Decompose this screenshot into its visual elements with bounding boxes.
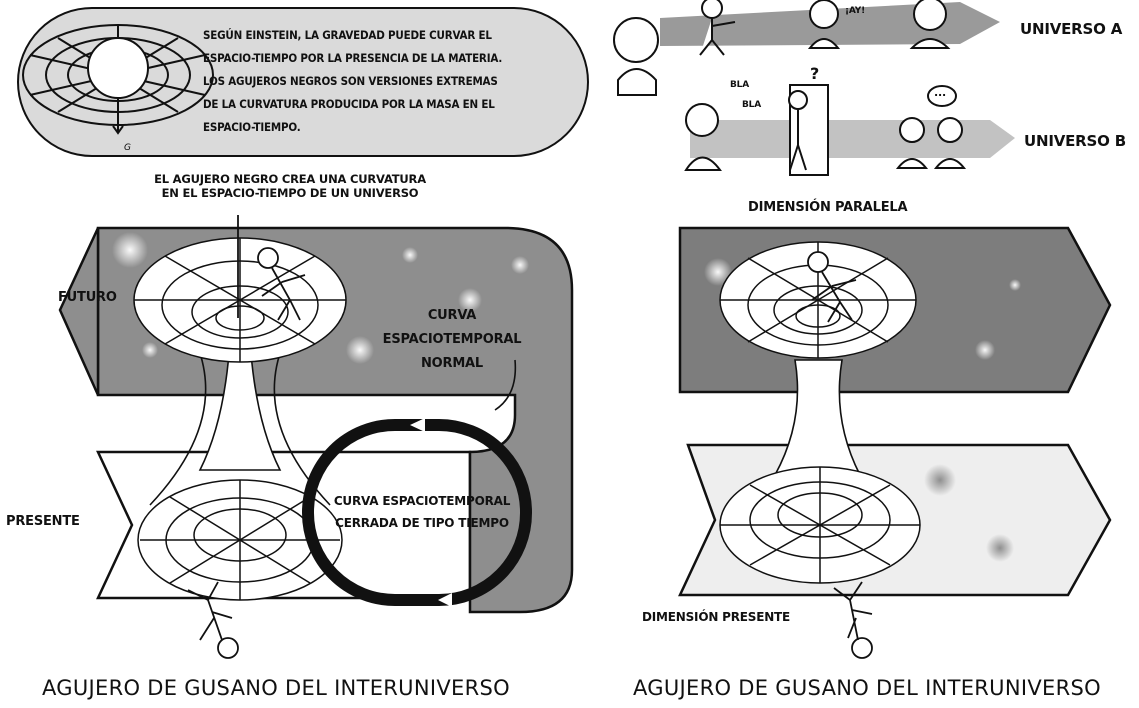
left-wormhole-diagram: [58, 215, 574, 659]
person-icon: [613, 17, 659, 96]
right-caption: AGUJERO DE GUSANO DEL INTERUNIVERSO: [633, 676, 1101, 700]
universe-b-label: UNIVERSO B: [1024, 132, 1126, 150]
einstein-note-line: DE LA CURVATURA PRODUCIDA POR LA MASA EN…: [203, 97, 495, 111]
black-hole-callout: EL AGUJERO NEGRO CREA UNA CURVATURA EN E…: [154, 172, 426, 201]
ellipsis-bubble-text: ...: [934, 86, 946, 99]
einstein-note-line: SEGÚN EINSTEIN, LA GRAVEDAD PUEDE CURVAR…: [203, 28, 492, 42]
present-label: PRESENTE: [6, 514, 80, 529]
ouch-exclamation: ¡AY!: [845, 6, 866, 16]
right-astronaut-icon: [807, 251, 857, 323]
hurt-person-icon: [807, 0, 841, 49]
normal-curve-label: CURVA ESPACIOTEMPORAL NORMAL: [382, 308, 522, 371]
universe-a-label: UNIVERSO A: [1020, 20, 1123, 38]
right-stars: [704, 258, 1021, 360]
parallel-dimension-label: DIMENSIÓN PARALELA: [748, 200, 908, 215]
einstein-note-line: ESPACIO-TIEMPO POR LA PRESENCIA DE LA MA…: [203, 51, 503, 65]
left-top-funnel: [133, 237, 347, 363]
future-label: FUTURO: [58, 290, 117, 305]
old-man-icon: [909, 0, 951, 49]
right-bottom-funnel: [719, 466, 921, 584]
confused-walker-icon: [788, 84, 829, 176]
universe-b-arrow: [690, 120, 1015, 158]
talking-person-icon: [684, 103, 722, 171]
walker-icon: [699, 0, 736, 56]
couple-icon: [895, 85, 967, 169]
falling-astronaut-icon: [187, 581, 239, 659]
left-caption: AGUJERO DE GUSANO DEL INTERUNIVERSO: [42, 676, 510, 700]
question-mark: ?: [810, 64, 820, 83]
bla-text-1: BLA: [730, 80, 749, 90]
gravity-symbol: G: [124, 143, 131, 153]
closed-curve-label: CURVA ESPACIOTEMPORAL CERRADA DE TIPO TI…: [333, 494, 511, 530]
curvature-grid-icon: [22, 24, 214, 135]
parallel-universe-comic: [613, 0, 1112, 659]
einstein-note-line: ESPACIO-TIEMPO.: [203, 120, 301, 134]
present-dimension-label: DIMENSIÓN PRESENTE: [642, 610, 791, 624]
astronaut-icon: [257, 247, 306, 321]
einstein-bubble: G: [17, 7, 589, 157]
right-falling-astronaut-icon: [833, 581, 873, 659]
einstein-note-line: LOS AGUJEROS NEGROS SON VERSIONES EXTREM…: [203, 74, 498, 88]
einstein-note: SEGÚN EINSTEIN, LA GRAVEDAD PUEDE CURVAR…: [203, 24, 573, 139]
bla-text-2: BLA: [742, 100, 761, 110]
